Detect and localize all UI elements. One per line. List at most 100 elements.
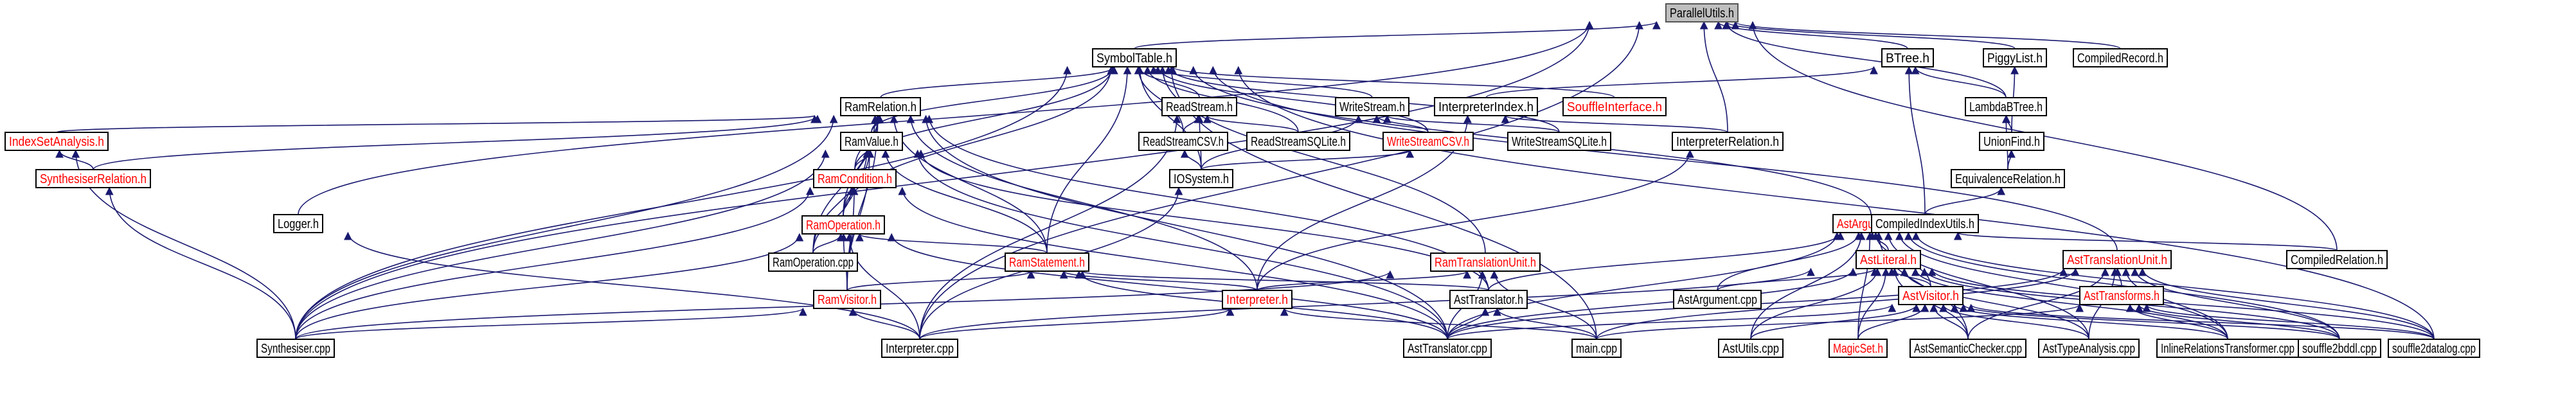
- file-node[interactable]: AstLiteral.h: [1856, 250, 1921, 269]
- file-node[interactable]: EquivalenceRelation.h: [1951, 169, 2065, 188]
- include-edge: [1488, 231, 1845, 291]
- include-edge: [1447, 231, 1841, 340]
- include-edge: [880, 66, 1118, 98]
- include-edge: [812, 149, 872, 254]
- file-node-label: ReadStreamSQLite.h: [1251, 135, 1346, 149]
- file-node[interactable]: SouffleInterface.h: [1562, 97, 1667, 116]
- include-edge: [919, 307, 1235, 340]
- file-node[interactable]: MagicSet.h: [1829, 339, 1888, 358]
- include-edge: [1722, 21, 2016, 49]
- file-node[interactable]: InlineRelationsTransformer.cpp: [2156, 339, 2299, 358]
- include-edge: [1596, 267, 2080, 340]
- file-node[interactable]: souffle2datalog.cpp: [2388, 339, 2480, 358]
- file-node-label: InterpreterRelation.h: [1676, 135, 1779, 149]
- file-node[interactable]: CompiledRelation.h: [2286, 250, 2388, 269]
- file-node[interactable]: PiggyList.h: [1983, 48, 2047, 67]
- file-node-box: [813, 169, 897, 188]
- file-node-box: [840, 97, 921, 116]
- file-node-label: UnionFind.h: [1983, 135, 2040, 149]
- include-edge: [295, 307, 807, 340]
- file-node[interactable]: RamOperation.cpp: [768, 253, 858, 272]
- file-node-box: [840, 132, 903, 151]
- file-node[interactable]: AstTypeAnalysis.cpp: [2038, 339, 2140, 358]
- file-node[interactable]: RamOperation.h: [801, 215, 885, 235]
- include-edge: [1180, 149, 1202, 170]
- include-edge: [295, 186, 814, 340]
- include-edge: [845, 233, 920, 340]
- file-node[interactable]: AstTranslator.h: [1449, 290, 1528, 309]
- file-node-box: [813, 290, 881, 309]
- include-edge: [881, 149, 1048, 254]
- file-node-box: [1434, 97, 1538, 116]
- include-edge: [1911, 267, 2228, 340]
- file-node[interactable]: RamRelation.h: [840, 97, 921, 116]
- file-node[interactable]: RamStatement.h: [1005, 253, 1089, 272]
- file-node-label: WriteStream.h: [1339, 100, 1405, 114]
- file-node[interactable]: RamTranslationUnit.h: [1430, 253, 1541, 272]
- include-edge: [1954, 231, 2338, 251]
- file-node-box: [1665, 3, 1739, 22]
- file-node[interactable]: WriteStreamCSV.h: [1382, 132, 1474, 151]
- file-node[interactable]: RamVisitor.h: [813, 290, 881, 309]
- include-edge: [1485, 66, 1878, 98]
- file-node-label: RamOperation.cpp: [773, 256, 854, 270]
- include-edge: [1911, 66, 2007, 98]
- file-node[interactable]: ReadStream.h: [1161, 97, 1237, 116]
- file-node[interactable]: BTree.h: [1881, 48, 1934, 67]
- file-node[interactable]: CompiledIndexUtils.h: [1871, 214, 1979, 233]
- include-edge: [919, 267, 1815, 340]
- file-node[interactable]: Logger.h: [273, 214, 323, 233]
- file-node-box: [1965, 97, 2047, 116]
- file-node[interactable]: WriteStream.h: [1335, 97, 1409, 116]
- file-node[interactable]: souffle2bddl.cpp: [2298, 339, 2381, 358]
- file-node-label: ReadStreamCSV.h: [1143, 135, 1224, 149]
- file-node[interactable]: RamValue.h: [840, 132, 903, 151]
- file-node-box: [1571, 339, 1622, 358]
- file-node[interactable]: ParallelUtils.h: [1665, 3, 1739, 22]
- include-edge: [1209, 66, 2118, 251]
- file-node[interactable]: AstTransforms.h: [2079, 286, 2164, 305]
- file-node[interactable]: UnionFind.h: [1979, 132, 2044, 151]
- file-node[interactable]: ReadStreamCSV.h: [1138, 132, 1228, 151]
- file-node[interactable]: AstTranslator.cpp: [1403, 339, 1492, 358]
- include-edge: [1699, 21, 1728, 133]
- file-node[interactable]: SynthesiserRelation.h: [35, 169, 151, 188]
- file-node[interactable]: CompiledRecord.h: [2073, 48, 2168, 67]
- file-node[interactable]: SymbolTable.h: [1092, 48, 1177, 67]
- file-node[interactable]: InterpreterRelation.h: [1672, 132, 1784, 151]
- file-node[interactable]: LambdaBTree.h: [1965, 97, 2047, 116]
- file-node[interactable]: AstSemanticChecker.cpp: [1910, 339, 2026, 358]
- include-edge: [295, 114, 838, 340]
- file-node[interactable]: Interpreter.cpp: [881, 339, 958, 358]
- include-edge: [56, 114, 818, 133]
- file-node[interactable]: main.cpp: [1571, 339, 1622, 358]
- file-node-box: [2073, 48, 2168, 67]
- file-node-box: [1871, 214, 1979, 233]
- file-node-label: CompiledRecord.h: [2077, 51, 2163, 66]
- file-node[interactable]: IndexSetAnalysis.h: [4, 132, 109, 151]
- file-node[interactable]: WriteStreamSQLite.h: [1507, 132, 1611, 151]
- include-edge: [2007, 149, 2016, 170]
- file-node[interactable]: AstVisitor.h: [1898, 286, 1963, 305]
- file-node-label: Synthesiser.cpp: [261, 342, 330, 356]
- file-node-box: [1169, 169, 1233, 188]
- file-node[interactable]: ReadStreamSQLite.h: [1246, 132, 1350, 151]
- include-edge: [887, 233, 1448, 340]
- include-edge: [1596, 303, 2084, 340]
- file-node[interactable]: Synthesiser.cpp: [256, 339, 335, 358]
- file-node[interactable]: Interpreter.h: [1222, 290, 1292, 309]
- file-node-box: [4, 132, 109, 151]
- file-node[interactable]: AstTranslationUnit.h: [2062, 250, 2172, 269]
- file-node-label: souffle2bddl.cpp: [2302, 342, 2377, 356]
- include-edge: [295, 149, 830, 340]
- include-edge: [812, 233, 845, 254]
- file-node[interactable]: IOSystem.h: [1169, 169, 1233, 188]
- file-node-box: [1910, 339, 2026, 358]
- file-node[interactable]: RamCondition.h: [813, 169, 897, 188]
- file-node[interactable]: InterpreterIndex.h: [1434, 97, 1538, 116]
- file-node[interactable]: AstArgument.cpp: [1673, 290, 1762, 309]
- file-node-box: [35, 169, 151, 188]
- file-node-box: [881, 339, 958, 358]
- include-edge: [1967, 303, 2435, 340]
- file-node[interactable]: AstUtils.cpp: [1718, 339, 1784, 358]
